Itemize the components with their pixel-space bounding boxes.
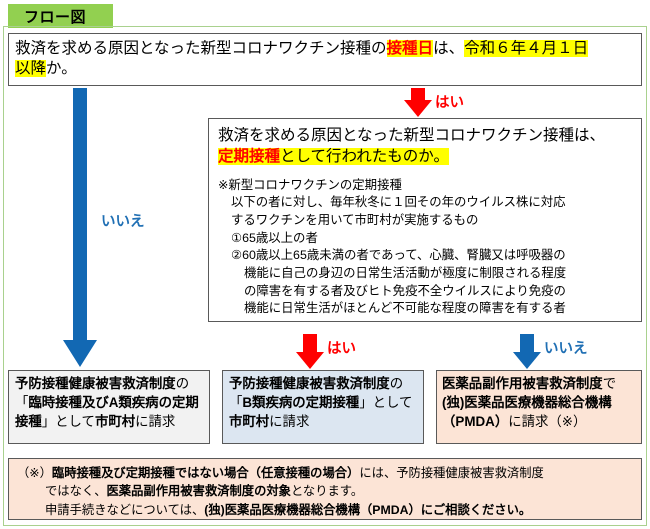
- footnote-text-b: ではなく、: [45, 484, 107, 499]
- result2-text-b: 」として: [359, 394, 413, 410]
- footnote-text-d: 申請手続きなどについては、: [45, 502, 205, 517]
- note-item-2-line-4: 機能に日常生活がほとんど不可能な程度の障害を有する者: [244, 301, 566, 316]
- result3-text-a: で: [602, 376, 617, 391]
- result1-system-name: 予防接種健康被害救済制度: [15, 376, 176, 391]
- result3-authority: (独)医薬品医療機器総合機構（PMDA）: [442, 394, 612, 429]
- note-item-2-line-2: 機能に自己の身辺の日常生活活動が極度に制限される程度: [244, 265, 567, 280]
- question1-text-a: 救済を求める原因となった新型コロナワクチン接種の: [15, 40, 387, 57]
- question2-line2: 定期接種として行われたものか。: [218, 147, 632, 168]
- result3-system-name: 医薬品副作用被害救済制度: [442, 376, 603, 391]
- question1-keyword-vaccination-date: 接種日: [386, 40, 434, 57]
- result-box-pmda: 医薬品副作用被害救済制度で (独)医薬品医療機器総合機構（PMDA）に請求（※）: [436, 370, 642, 444]
- result2-system-name: 予防接種健康被害救済制度: [229, 376, 390, 391]
- result2-category: B類疾病の定期接種: [242, 394, 360, 410]
- arrow-label-q2-no: いいえ: [544, 341, 588, 357]
- question1-text-b: は、: [433, 40, 465, 57]
- note-item-2-line-1: ②60歳以上65歳未満の者であって、心臓、腎臓又は呼吸器の: [231, 248, 566, 263]
- result2-text-a: の「: [229, 376, 404, 410]
- question1-after-highlight: 以降: [15, 60, 47, 78]
- note-line-1: 以下の者に対し、毎年秋冬に１回その年のウイルス株に対応: [231, 195, 566, 210]
- result3-text-b: に請求（※）: [508, 413, 587, 429]
- footnote-marker: （※）: [17, 466, 52, 480]
- result1-text-c: に請求: [135, 413, 176, 429]
- question-box-1: 救済を求める原因となった新型コロナワクチン接種の接種日は、令和６年４月１日 以降…: [8, 33, 642, 86]
- flowchart-outer-frame: [3, 26, 647, 526]
- footnote-box: （※）臨時接種及び定期接種ではない場合（任意接種の場合）には、予防接種健康被害救…: [8, 458, 642, 520]
- note-item-1: ①65歳以上の者: [231, 230, 318, 245]
- question-box-2: 救済を求める原因となった新型コロナワクチン接種は、 定期接種として行われたものか…: [208, 118, 642, 322]
- footnote-contact: (独)医薬品医療機器総合機構（PMDA）にご相談ください。: [204, 502, 532, 517]
- note-title: ※新型コロナワクチンの定期接種: [218, 177, 402, 192]
- result2-authority: 市町村: [229, 413, 270, 429]
- question2-line1: 救済を求める原因となった新型コロナワクチン接種は、: [218, 126, 632, 147]
- question2-note: ※新型コロナワクチンの定期接種 以下の者に対し、毎年秋冬に１回その年のウイルス株…: [218, 177, 632, 318]
- footnote-text-a: には、予防接種健康被害救済制度: [359, 466, 544, 480]
- arrow-q2-yes: [296, 334, 324, 369]
- arrow-label-q1-no: いいえ: [101, 214, 145, 230]
- arrow-label-q1-yes: はい: [435, 95, 464, 111]
- question2-keyword-routine-vaccination: 定期接種: [218, 147, 281, 165]
- question1-line1: 救済を求める原因となった新型コロナワクチン接種の接種日は、令和６年４月１日: [15, 39, 635, 59]
- footnote-line-2: ではなく、医薬品副作用被害救済制度の対象となります。: [17, 482, 633, 500]
- question1-text-c: か。: [46, 60, 77, 78]
- flowchart-header-tab: フロー図: [8, 4, 113, 28]
- arrow-q1-yes: [404, 88, 432, 117]
- arrow-q2-no: [513, 334, 541, 369]
- header-tab-label: フロー図: [24, 8, 87, 26]
- question2-text-b: として行われたものか。: [280, 147, 449, 165]
- result-box-classB-routine: 予防接種健康被害救済制度の「B類疾病の定期接種」として市町村に請求: [222, 370, 424, 444]
- footnote-line-3: 申請手続きなどについては、(独)医薬品医療機器総合機構（PMDA）にご相談くださ…: [17, 501, 633, 519]
- result1-text-b: 」として: [41, 413, 95, 429]
- question2-text-a: 救済を求める原因となった新型コロナワクチン接種は、: [218, 127, 606, 144]
- result2-text-c: に請求: [269, 413, 310, 429]
- result1-authority: 市町村: [94, 413, 136, 429]
- footnote-target-system: 医薬品副作用被害救済制度の対象: [106, 484, 291, 499]
- result-box-temporary-and-classA: 予防接種健康被害救済制度の「臨時接種及びA類疾病の定期接種」として市町村に請求: [8, 370, 210, 444]
- question1-line2: 以降か。: [15, 59, 635, 79]
- result1-category: 臨時接種及びA類疾病の定期接種: [15, 394, 199, 429]
- arrow-label-q2-yes: はい: [327, 341, 356, 357]
- arrow-q1-no: [63, 88, 97, 367]
- footnote-text-c: となります。: [290, 484, 364, 499]
- footnote-condition: 臨時接種及び定期接種ではない場合（任意接種の場合）: [51, 466, 360, 480]
- note-line-2: するワクチンを用いて市町村が実施するもの: [231, 213, 479, 228]
- question1-date-highlight: 令和６年４月１日: [464, 40, 589, 57]
- result1-text-a: の「: [15, 376, 190, 410]
- note-item-2-line-3: の障害を有する者及びヒト免疫不全ウイルスにより免疫の: [244, 283, 566, 298]
